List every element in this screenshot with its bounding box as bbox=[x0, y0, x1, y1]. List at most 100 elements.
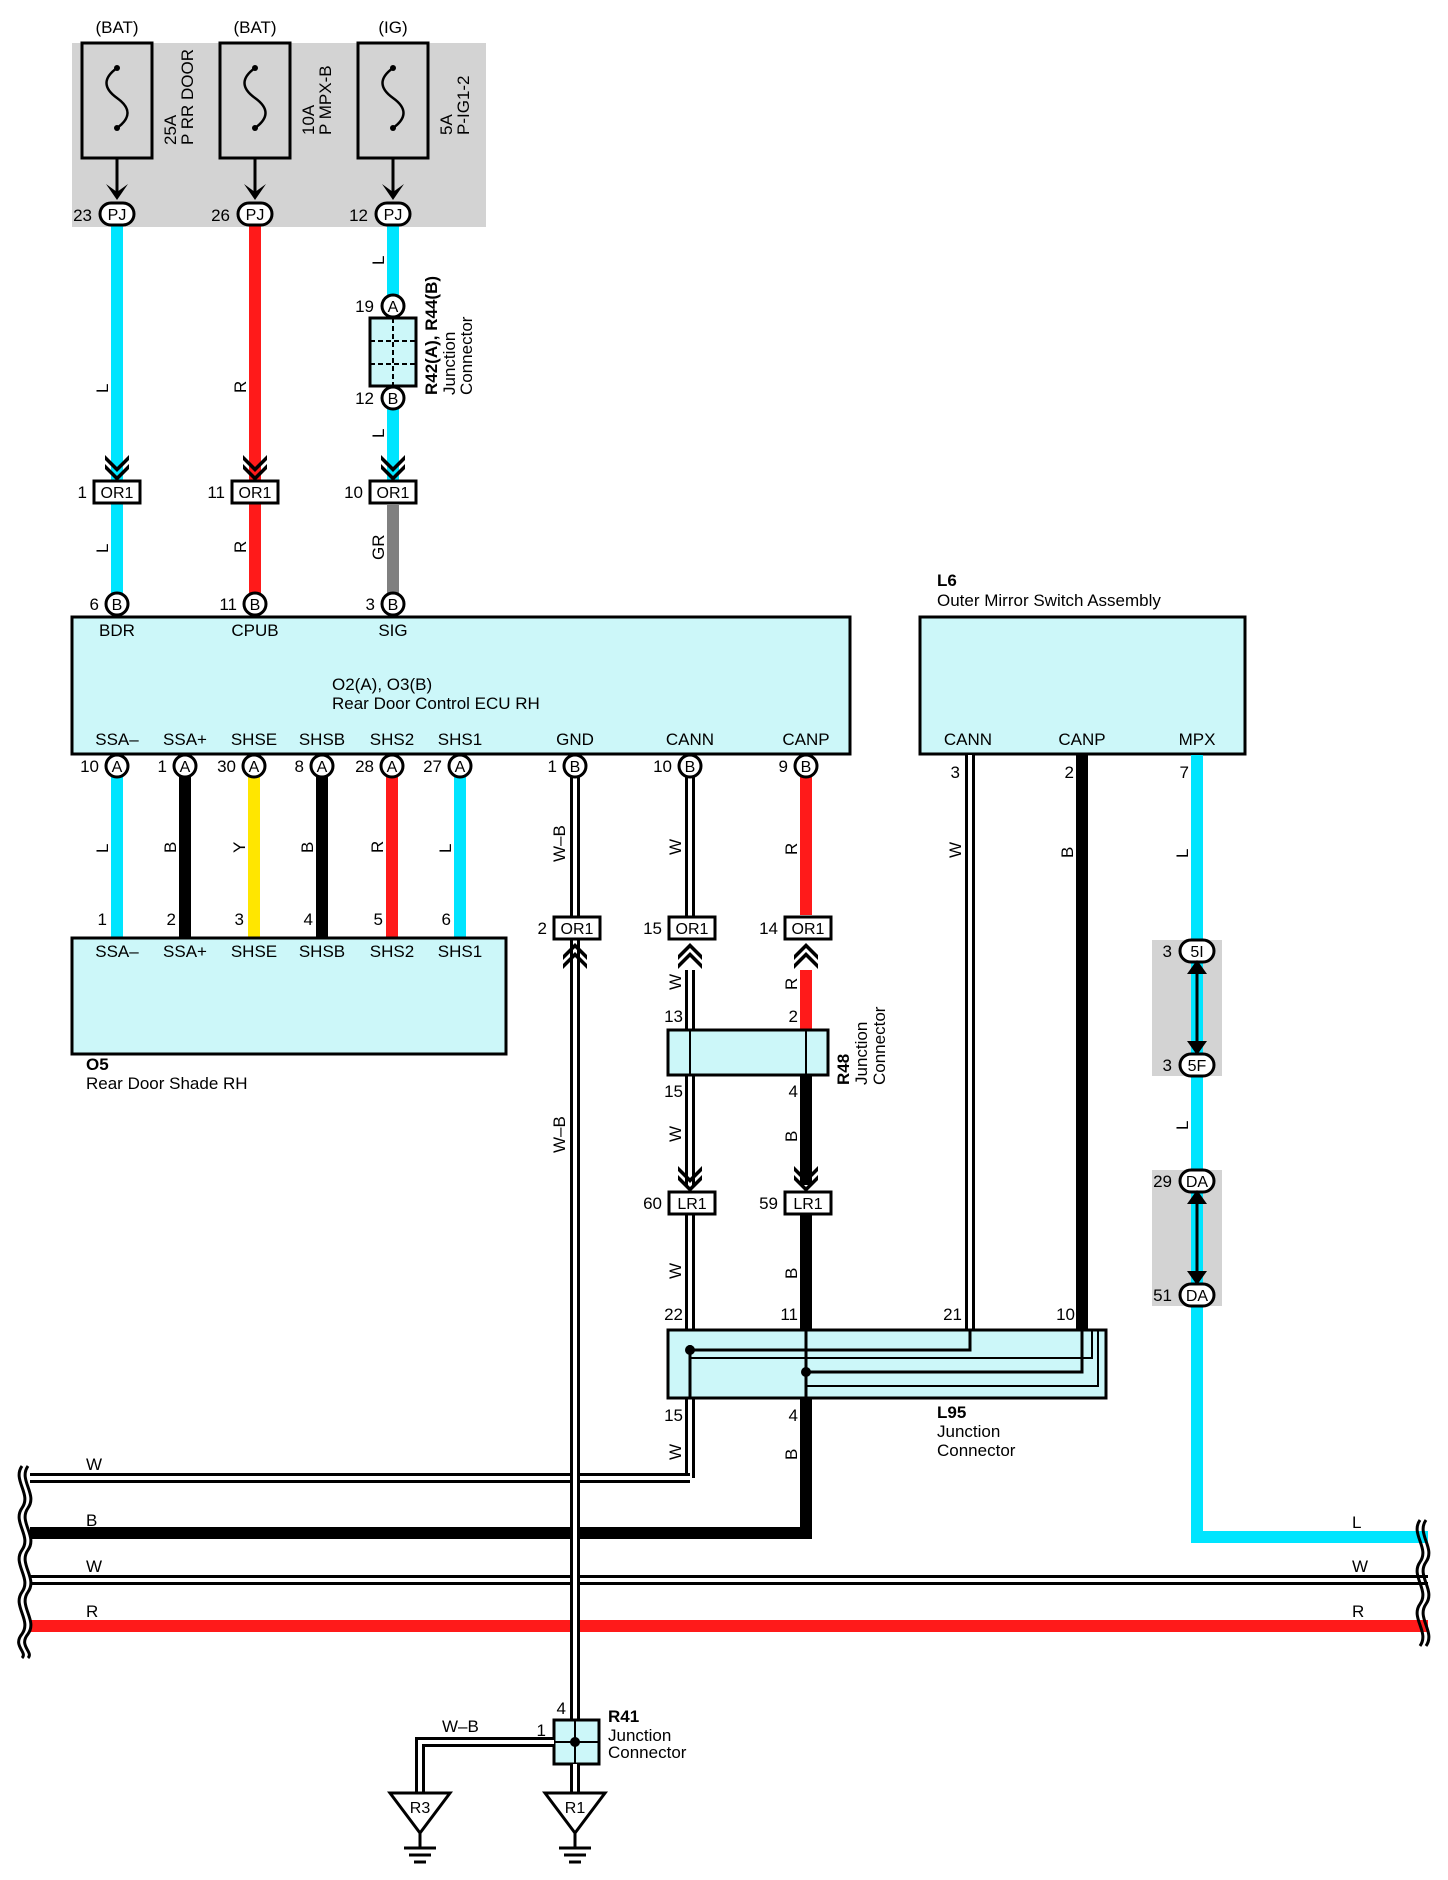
svg-text:B: B bbox=[570, 759, 581, 776]
svg-text:MPX: MPX bbox=[1179, 730, 1216, 749]
svg-text:Connector: Connector bbox=[608, 1743, 687, 1762]
svg-text:B: B bbox=[782, 1268, 801, 1279]
svg-text:L: L bbox=[369, 256, 388, 265]
arrow-down-icon bbox=[244, 184, 266, 200]
rear-door-shade: 1 2 3 4 5 6 SSA– SSA+ SHSE SHSB SHS2 SHS… bbox=[70, 910, 508, 1093]
terminal-sig: SIG bbox=[378, 621, 407, 640]
ground-r1: R1 bbox=[542, 1791, 608, 1864]
svg-text:R1: R1 bbox=[565, 1800, 586, 1817]
arrow-up-icon bbox=[1187, 1190, 1207, 1204]
svg-text:SHSE: SHSE bbox=[231, 730, 277, 749]
svg-text:OR1: OR1 bbox=[377, 485, 410, 502]
svg-text:OR1: OR1 bbox=[101, 485, 134, 502]
svg-text:SHS2: SHS2 bbox=[370, 942, 414, 961]
or1-lower-connectors: OR1 2 OR1 15 OR1 14 bbox=[538, 915, 833, 969]
svg-text:PJ: PJ bbox=[246, 207, 265, 224]
ecu-name: Rear Door Control ECU RH bbox=[332, 694, 540, 713]
svg-text:W: W bbox=[666, 1263, 685, 1279]
svg-text:CANP: CANP bbox=[1058, 730, 1105, 749]
pin-number: 23 bbox=[73, 206, 92, 225]
fuse-source-label: (BAT) bbox=[233, 18, 276, 37]
ecu-bottom-terminals: A 10 A 1 A 30 A 8 A 28 A 27 bbox=[80, 753, 473, 779]
svg-text:W: W bbox=[1352, 1557, 1368, 1576]
svg-text:10: 10 bbox=[653, 757, 672, 776]
svg-text:B: B bbox=[388, 597, 399, 614]
svg-text:3: 3 bbox=[1163, 942, 1172, 961]
svg-text:SHSB: SHSB bbox=[299, 942, 345, 961]
svg-text:SSA+: SSA+ bbox=[163, 942, 207, 961]
svg-text:SSA–: SSA– bbox=[95, 730, 139, 749]
arrow-up-icon bbox=[1187, 960, 1207, 974]
svg-text:8: 8 bbox=[295, 757, 304, 776]
svg-text:4: 4 bbox=[789, 1082, 798, 1101]
svg-text:Junction: Junction bbox=[937, 1422, 1000, 1441]
svg-text:Connector: Connector bbox=[870, 1006, 889, 1085]
svg-text:R: R bbox=[782, 978, 801, 990]
svg-text:PJ: PJ bbox=[108, 207, 127, 224]
terminal-bdr: BDR bbox=[99, 621, 135, 640]
fuse-icon bbox=[381, 66, 405, 130]
svg-text:15: 15 bbox=[664, 1082, 683, 1101]
svg-text:B: B bbox=[1058, 847, 1077, 858]
outer-mirror-switch: L6 Outer Mirror Switch Assembly CANN CAN… bbox=[918, 571, 1247, 782]
svg-text:2: 2 bbox=[538, 919, 547, 938]
svg-text:A: A bbox=[249, 759, 260, 776]
svg-text:L: L bbox=[93, 544, 112, 553]
svg-text:W–B: W–B bbox=[442, 1717, 479, 1736]
svg-text:9: 9 bbox=[779, 757, 788, 776]
svg-text:3: 3 bbox=[951, 763, 960, 782]
pin-number: 26 bbox=[211, 206, 230, 225]
svg-text:B: B bbox=[782, 1449, 801, 1460]
svg-text:2: 2 bbox=[1065, 763, 1074, 782]
ground-r3: R3 bbox=[387, 1791, 453, 1864]
mirror-id: L6 bbox=[937, 571, 957, 590]
svg-text:7: 7 bbox=[1180, 763, 1189, 782]
svg-text:Connector: Connector bbox=[937, 1441, 1016, 1460]
svg-text:1: 1 bbox=[158, 757, 167, 776]
svg-text:5: 5 bbox=[374, 910, 383, 929]
svg-text:51: 51 bbox=[1153, 1286, 1172, 1305]
fuse-name: P RR DOOR bbox=[178, 49, 197, 145]
svg-text:3: 3 bbox=[235, 910, 244, 929]
svg-text:B: B bbox=[298, 842, 317, 853]
wire-break-right bbox=[1415, 1519, 1431, 1647]
svg-text:21: 21 bbox=[943, 1305, 962, 1324]
svg-text:A: A bbox=[388, 299, 399, 316]
shade-name: Rear Door Shade RH bbox=[86, 1074, 248, 1093]
svg-text:5F: 5F bbox=[1188, 1058, 1207, 1075]
svg-text:L: L bbox=[436, 844, 455, 853]
svg-text:B: B bbox=[161, 842, 180, 853]
svg-text:R3: R3 bbox=[410, 1800, 431, 1817]
svg-text:PJ: PJ bbox=[384, 207, 403, 224]
arrow-down-icon bbox=[1187, 1041, 1207, 1055]
svg-text:22: 22 bbox=[664, 1305, 683, 1324]
main-bus-wires: W B L W W R R bbox=[30, 1455, 1428, 1632]
svg-text:5I: 5I bbox=[1190, 944, 1203, 961]
svg-text:R: R bbox=[1352, 1602, 1364, 1621]
svg-text:A: A bbox=[317, 759, 328, 776]
shade-id: O5 bbox=[86, 1055, 109, 1074]
svg-text:11: 11 bbox=[780, 1305, 798, 1324]
svg-text:L: L bbox=[93, 844, 112, 853]
wire-labels-upper: L R L L L R GR bbox=[93, 256, 388, 560]
svg-text:Junction: Junction bbox=[608, 1726, 671, 1745]
svg-text:10: 10 bbox=[1056, 1305, 1075, 1324]
svg-text:W: W bbox=[86, 1455, 102, 1474]
svg-text:3: 3 bbox=[1163, 1056, 1172, 1075]
svg-text:28: 28 bbox=[355, 757, 374, 776]
svg-text:LR1: LR1 bbox=[677, 1196, 706, 1213]
svg-text:2: 2 bbox=[789, 1007, 798, 1026]
svg-text:12: 12 bbox=[355, 389, 374, 408]
r41-id: R41 bbox=[608, 1707, 639, 1726]
svg-text:OR1: OR1 bbox=[792, 921, 825, 938]
svg-text:R: R bbox=[782, 843, 801, 855]
svg-text:W: W bbox=[666, 839, 685, 855]
pin-number: 12 bbox=[349, 206, 368, 225]
ecu-id: O2(A), O3(B) bbox=[332, 675, 432, 694]
svg-text:14: 14 bbox=[759, 919, 778, 938]
svg-text:CANN: CANN bbox=[944, 730, 992, 749]
svg-text:OR1: OR1 bbox=[561, 921, 594, 938]
svg-text:DA: DA bbox=[1186, 1174, 1209, 1191]
svg-text:A: A bbox=[455, 759, 466, 776]
svg-text:OR1: OR1 bbox=[676, 921, 709, 938]
